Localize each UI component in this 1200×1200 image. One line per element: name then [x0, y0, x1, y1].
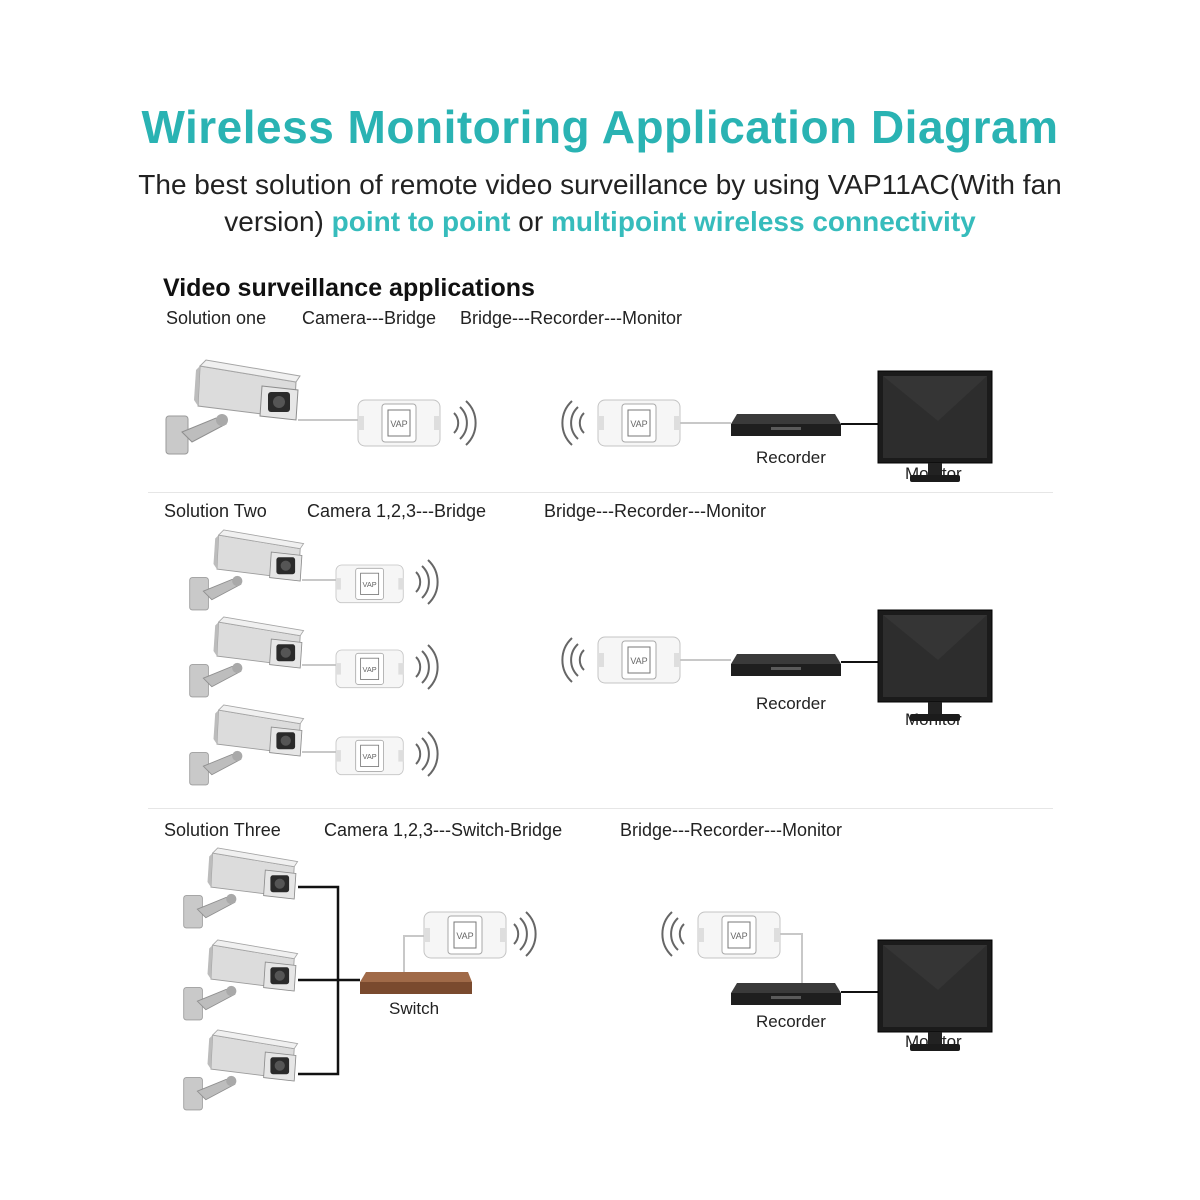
solution-one-left-label: Camera---Bridge	[302, 308, 437, 328]
wifi-signal-icon	[453, 400, 477, 446]
section-heading: Video surveillance applications	[163, 274, 535, 302]
solution-three-recorder-label: Recorder	[756, 1012, 826, 1031]
cable	[780, 933, 803, 984]
recorder-icon	[731, 983, 841, 1005]
page-title: Wireless Monitoring Application Diagram	[141, 101, 1059, 153]
subtitle-highlight-point-to-point: point to point	[331, 206, 511, 237]
wireless-bridge-icon	[597, 399, 681, 447]
security-camera-icon	[189, 529, 305, 611]
subtitle-text: The best solution of remote video survei…	[138, 169, 1062, 237]
recorder-icon	[731, 414, 841, 436]
security-camera-icon	[183, 1029, 299, 1111]
wireless-bridge-icon	[697, 911, 781, 959]
wireless-bridge-icon	[335, 736, 404, 776]
wireless-bridge-icon	[335, 649, 404, 689]
network-switch-icon	[360, 972, 472, 994]
recorder-icon	[731, 654, 841, 676]
solution-one-group	[165, 359, 993, 483]
solution-three-name: Solution Three	[164, 820, 281, 840]
wifi-signal-icon	[513, 911, 537, 957]
monitor-icon	[877, 609, 993, 722]
solution-one-name: Solution one	[166, 308, 267, 328]
divider	[148, 808, 1053, 809]
monitor-icon	[877, 370, 993, 483]
solution-two-right-label: Bridge---Recorder---Monitor	[544, 501, 767, 521]
wifi-signal-icon	[415, 644, 439, 690]
wifi-signal-icon	[561, 400, 585, 446]
solution-two-name: Solution Two	[164, 501, 267, 521]
wifi-signal-icon	[415, 559, 439, 605]
security-camera-icon	[165, 359, 301, 455]
wireless-bridge-icon	[335, 564, 404, 604]
wifi-signal-icon	[661, 911, 685, 957]
wireless-bridge-icon	[357, 399, 441, 447]
solution-three-left-label: Camera 1,2,3---Switch-Bridge	[324, 820, 563, 840]
security-camera-icon	[189, 704, 305, 786]
solution-three-group	[183, 847, 993, 1111]
subtitle-connector: or	[518, 206, 544, 237]
solution-one-recorder-label: Recorder	[756, 448, 826, 467]
wireless-bridge-icon	[597, 636, 681, 684]
wifi-signal-icon	[415, 731, 439, 777]
monitor-icon	[877, 939, 993, 1052]
wifi-signal-icon	[561, 637, 585, 683]
security-camera-icon	[189, 616, 305, 698]
subtitle: The best solution of remote video survei…	[100, 166, 1100, 240]
security-camera-icon	[183, 939, 299, 1021]
solution-two-recorder-label: Recorder	[756, 694, 826, 713]
divider	[148, 492, 1053, 493]
subtitle-highlight-multipoint: multipoint wireless connectivity	[550, 206, 976, 237]
solution-one-right-label: Bridge---Recorder---Monitor	[460, 308, 683, 328]
solution-two-left-label: Camera 1,2,3---Bridge	[307, 501, 487, 521]
switch-label: Switch	[389, 999, 440, 1018]
security-camera-icon	[183, 847, 299, 929]
wireless-bridge-icon	[423, 911, 507, 959]
solution-two-group	[189, 529, 993, 786]
cable	[403, 935, 424, 972]
solution-three-right-label: Bridge---Recorder---Monitor	[620, 820, 843, 840]
